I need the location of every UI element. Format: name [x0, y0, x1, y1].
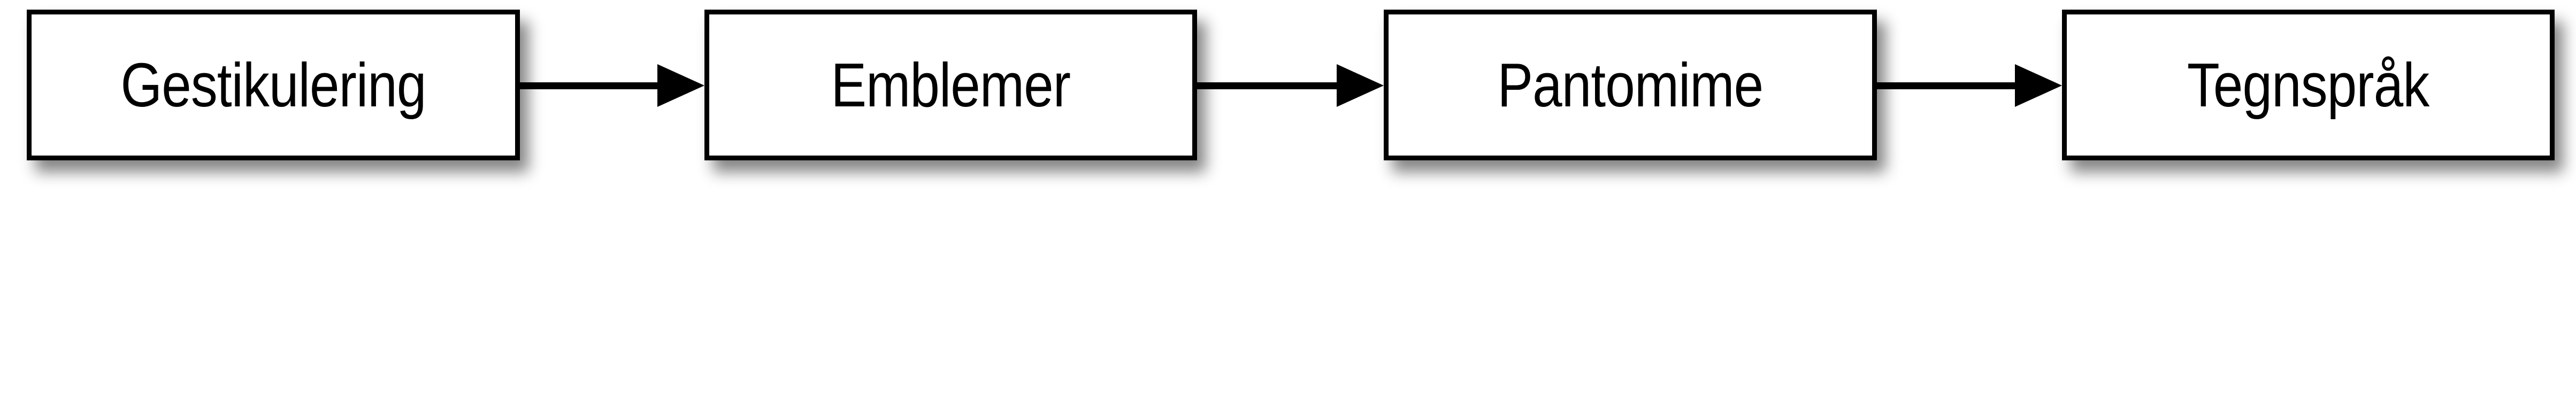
flow-node-gestikulering[interactable]: Gestikulering [27, 10, 520, 160]
flow-node-emblemer[interactable]: Emblemer [704, 10, 1197, 160]
arrow-right-icon [1337, 64, 1384, 107]
flow-node-label: Gestikulering [120, 50, 426, 120]
flow-node-tegnsprak[interactable]: Tegnspråk [2062, 10, 2555, 160]
flow-node-pantomime[interactable]: Pantomime [1384, 10, 1877, 160]
flow-node-label: Pantomime [1497, 50, 1764, 120]
arrow-right-icon [2015, 64, 2062, 107]
connector-pantomime-to-tegnsprak [1877, 64, 2062, 107]
connector-gestikulering-to-emblemer [520, 64, 704, 107]
continuum-axis: Tett kobling til tale Ingen kobling til … [0, 337, 2576, 418]
arrow-right-icon [657, 64, 704, 107]
connector-shaft [1877, 82, 2019, 89]
connector-shaft [1197, 82, 1341, 89]
flow-node-label: Emblemer [831, 50, 1071, 120]
connector-shaft [520, 82, 662, 89]
flow-node-label: Tegnspråk [2187, 50, 2429, 120]
connector-emblemer-to-pantomime [1197, 64, 1384, 107]
